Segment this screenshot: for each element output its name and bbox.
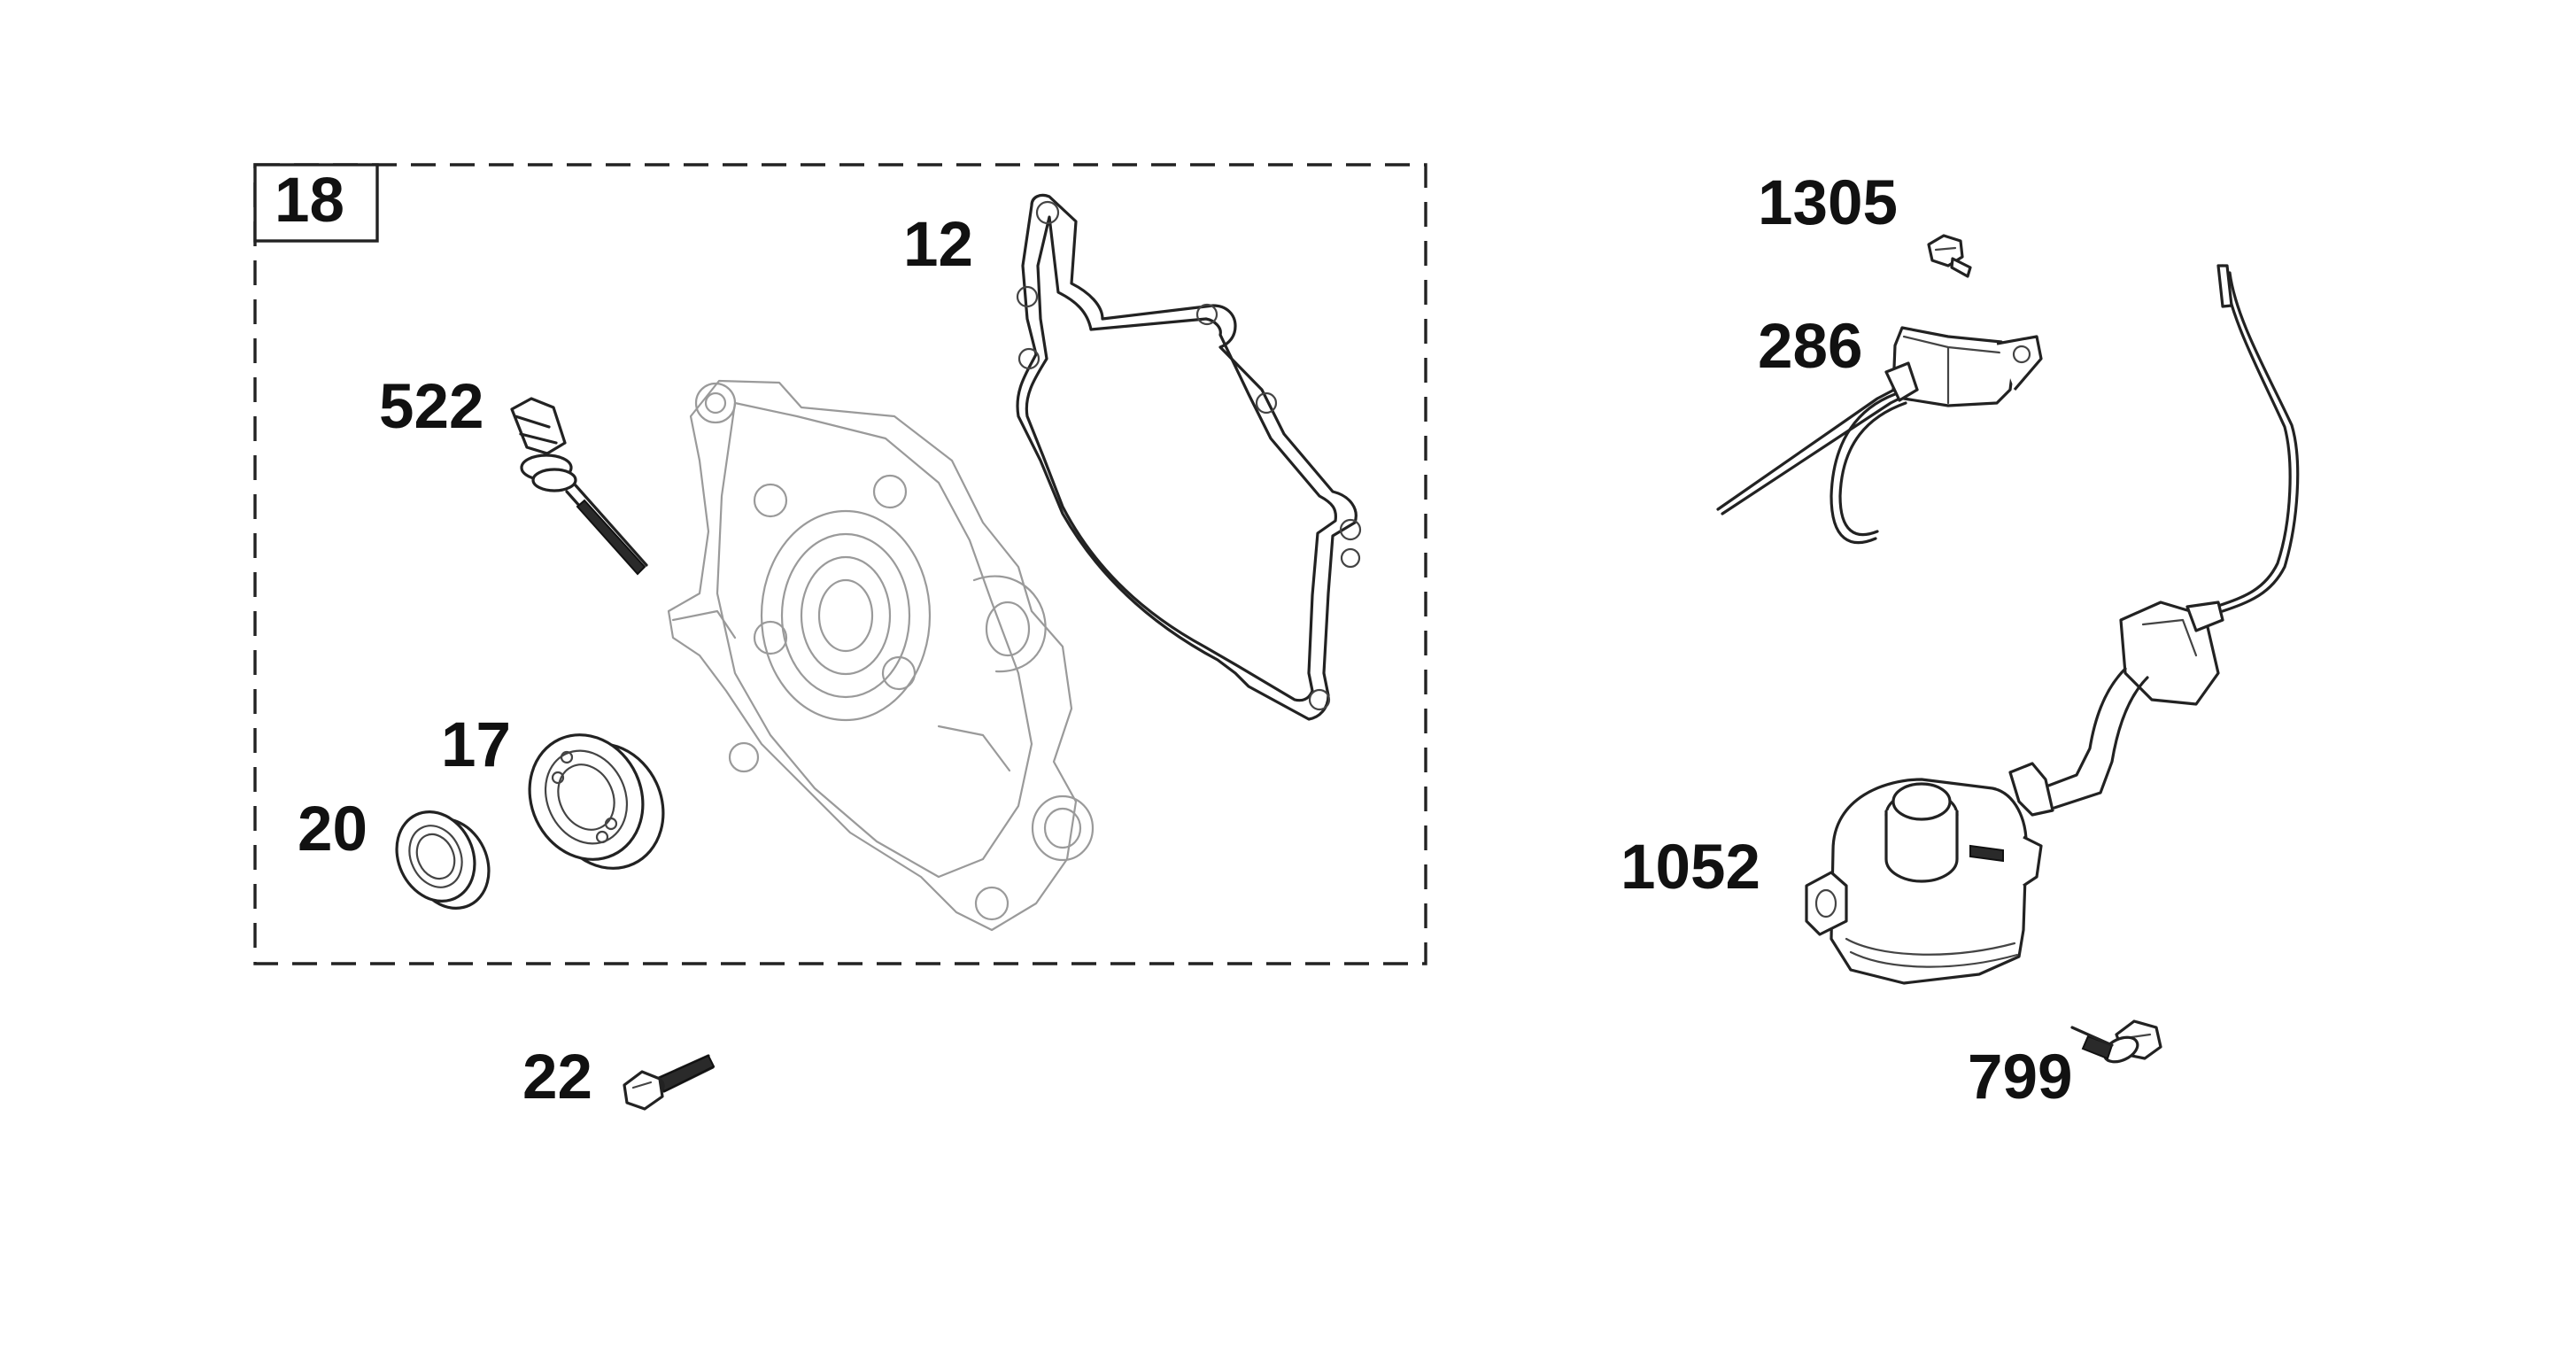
- callout-kit: 18: [275, 166, 344, 236]
- kit-boundary: [253, 163, 1427, 965]
- screw-top: 1305: [1758, 168, 1972, 278]
- screw-bottom: 799: [1968, 1019, 2162, 1112]
- oil-sensor: 1052: [1621, 264, 2300, 985]
- kit-group: 18: [253, 163, 1427, 965]
- electronic-module: 286: [1716, 312, 2043, 545]
- callout-oil-sensor: 1052: [1621, 833, 1760, 903]
- callout-screw-top: 1305: [1758, 168, 1898, 238]
- callout-gasket: 12: [903, 210, 973, 280]
- dipstick: 522: [379, 372, 648, 576]
- crankcase-gasket: 12: [903, 193, 1362, 721]
- flange-bolt: 22: [522, 1042, 716, 1112]
- crankcase-cover: [667, 379, 1095, 932]
- oil-seal: 20: [298, 794, 491, 910]
- callout-module: 286: [1758, 312, 1862, 382]
- callout-dipstick: 522: [379, 372, 483, 442]
- callout-oil-seal: 20: [298, 794, 367, 864]
- callout-bolt: 22: [522, 1042, 592, 1112]
- kit-label-box: [253, 163, 379, 243]
- callout-bearing: 17: [441, 710, 511, 780]
- callout-screw-bottom: 799: [1968, 1042, 2072, 1112]
- ball-bearing: 17: [441, 710, 665, 870]
